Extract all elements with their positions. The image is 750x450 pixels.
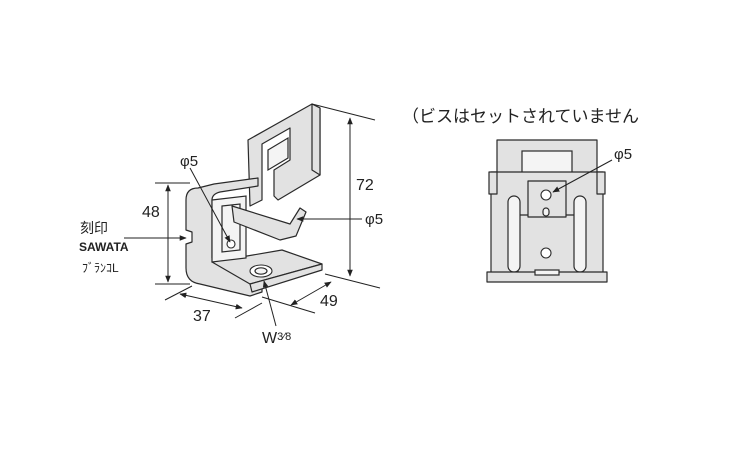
hole-top-label: φ5 — [180, 153, 198, 170]
total-height-label: 72 — [356, 177, 374, 194]
bracket-front-view — [486, 139, 613, 283]
bracket-perspective-drawing — [185, 103, 323, 297]
depth-label: 49 — [320, 293, 338, 310]
front-hole-label: φ5 — [614, 146, 632, 163]
note-text: （ビスはセットされていません — [402, 107, 639, 126]
width-label: 37 — [193, 308, 211, 325]
stamp-label: 刻印 — [80, 220, 108, 236]
bolt-label: W3⁄8 — [262, 330, 291, 347]
stamp-text-1: SAWATA — [79, 240, 129, 254]
height-label: 48 — [142, 204, 160, 221]
side-tab — [231, 205, 307, 241]
hook-window — [267, 136, 289, 172]
stamp-text-2: ﾌﾞﾗﾝｺL — [82, 261, 119, 275]
front-hole-top — [540, 189, 552, 201]
dimension-lines — [124, 103, 381, 327]
hole-5mm — [226, 239, 236, 249]
hole-side-label: φ5 — [365, 211, 383, 228]
front-hole-bottom — [540, 247, 552, 259]
